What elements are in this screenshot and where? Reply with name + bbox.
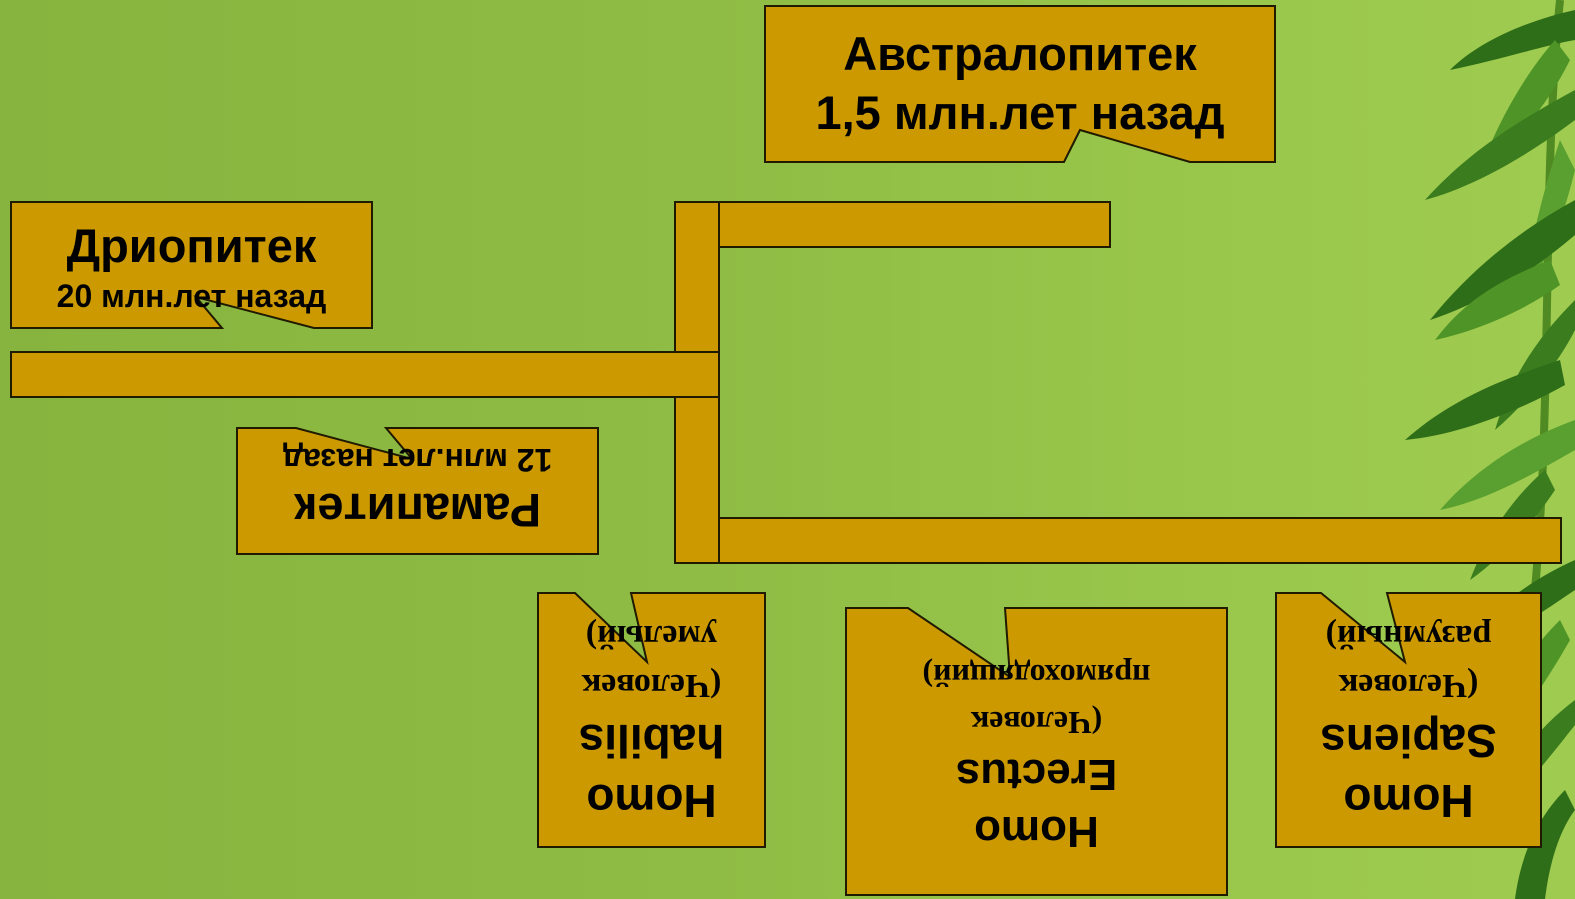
australopithecus-callout: Австралопитек 1,5 млн.лет назад — [764, 5, 1276, 163]
leaf — [1435, 260, 1560, 340]
homo-erectus-gloss-2: прямоходящий) — [922, 658, 1151, 695]
leaf — [1430, 200, 1575, 320]
homo-habilis-species: habilis — [578, 715, 725, 768]
callout-shape — [764, 5, 1276, 163]
vertical-bar-lower — [674, 396, 720, 564]
dryopithecus-age: 20 млн.лет назад — [56, 277, 327, 314]
ramapithecus-age: 12 млн.лет назад — [282, 442, 553, 479]
homo-erectus-species: Erectus — [955, 749, 1118, 799]
lower-branch-bar — [718, 517, 1562, 564]
leaf — [1450, 10, 1575, 70]
homo-habilis-gloss-1: (Человек — [581, 667, 722, 705]
homo-habilis-callout: Homo habilis (Человек умелый) — [537, 592, 766, 848]
homo-erectus-genus: Homo — [974, 807, 1099, 857]
homo-sapiens-gloss-2: разумный) — [1325, 618, 1492, 656]
homo-habilis-gloss-2: умелый) — [585, 618, 718, 656]
callout-shape — [845, 607, 1228, 896]
dryopithecus-callout: Дриопитек 20 млн.лет назад — [10, 201, 373, 329]
upper-branch-bar — [718, 201, 1111, 248]
callout-shape — [1275, 592, 1542, 848]
ramapithecus-name: Рамапитек — [293, 484, 542, 538]
leaf — [1515, 790, 1575, 899]
homo-erectus-gloss-1: (Человек — [970, 704, 1103, 741]
homo-sapiens-genus: Homo — [1343, 775, 1474, 828]
ramapithecus-callout: Рамапитек 12 млн.лет назад — [236, 427, 599, 555]
homo-sapiens-species: Sapiens — [1320, 715, 1497, 768]
homo-habilis-genus: Homo — [586, 775, 717, 828]
callout-shape — [537, 592, 766, 848]
dryopithecus-name: Дриопитек — [66, 218, 317, 272]
leaf — [1405, 360, 1565, 440]
homo-sapiens-callout: Homo Sapiens (Человек разумный) — [1275, 592, 1542, 848]
vertical-bar-upper — [674, 201, 720, 353]
callout-shape — [10, 201, 373, 329]
australopithecus-name: Австралопитек — [843, 27, 1197, 81]
homo-erectus-callout: Homo Erectus (Человек прямоходящий) — [845, 607, 1228, 896]
leaf — [1440, 420, 1575, 510]
leaf — [1425, 90, 1575, 200]
australopithecus-age: 1,5 млн.лет назад — [815, 86, 1225, 139]
homo-sapiens-gloss-1: (Человек — [1338, 667, 1479, 705]
trunk-bar — [10, 351, 720, 398]
callout-shape — [236, 427, 599, 555]
